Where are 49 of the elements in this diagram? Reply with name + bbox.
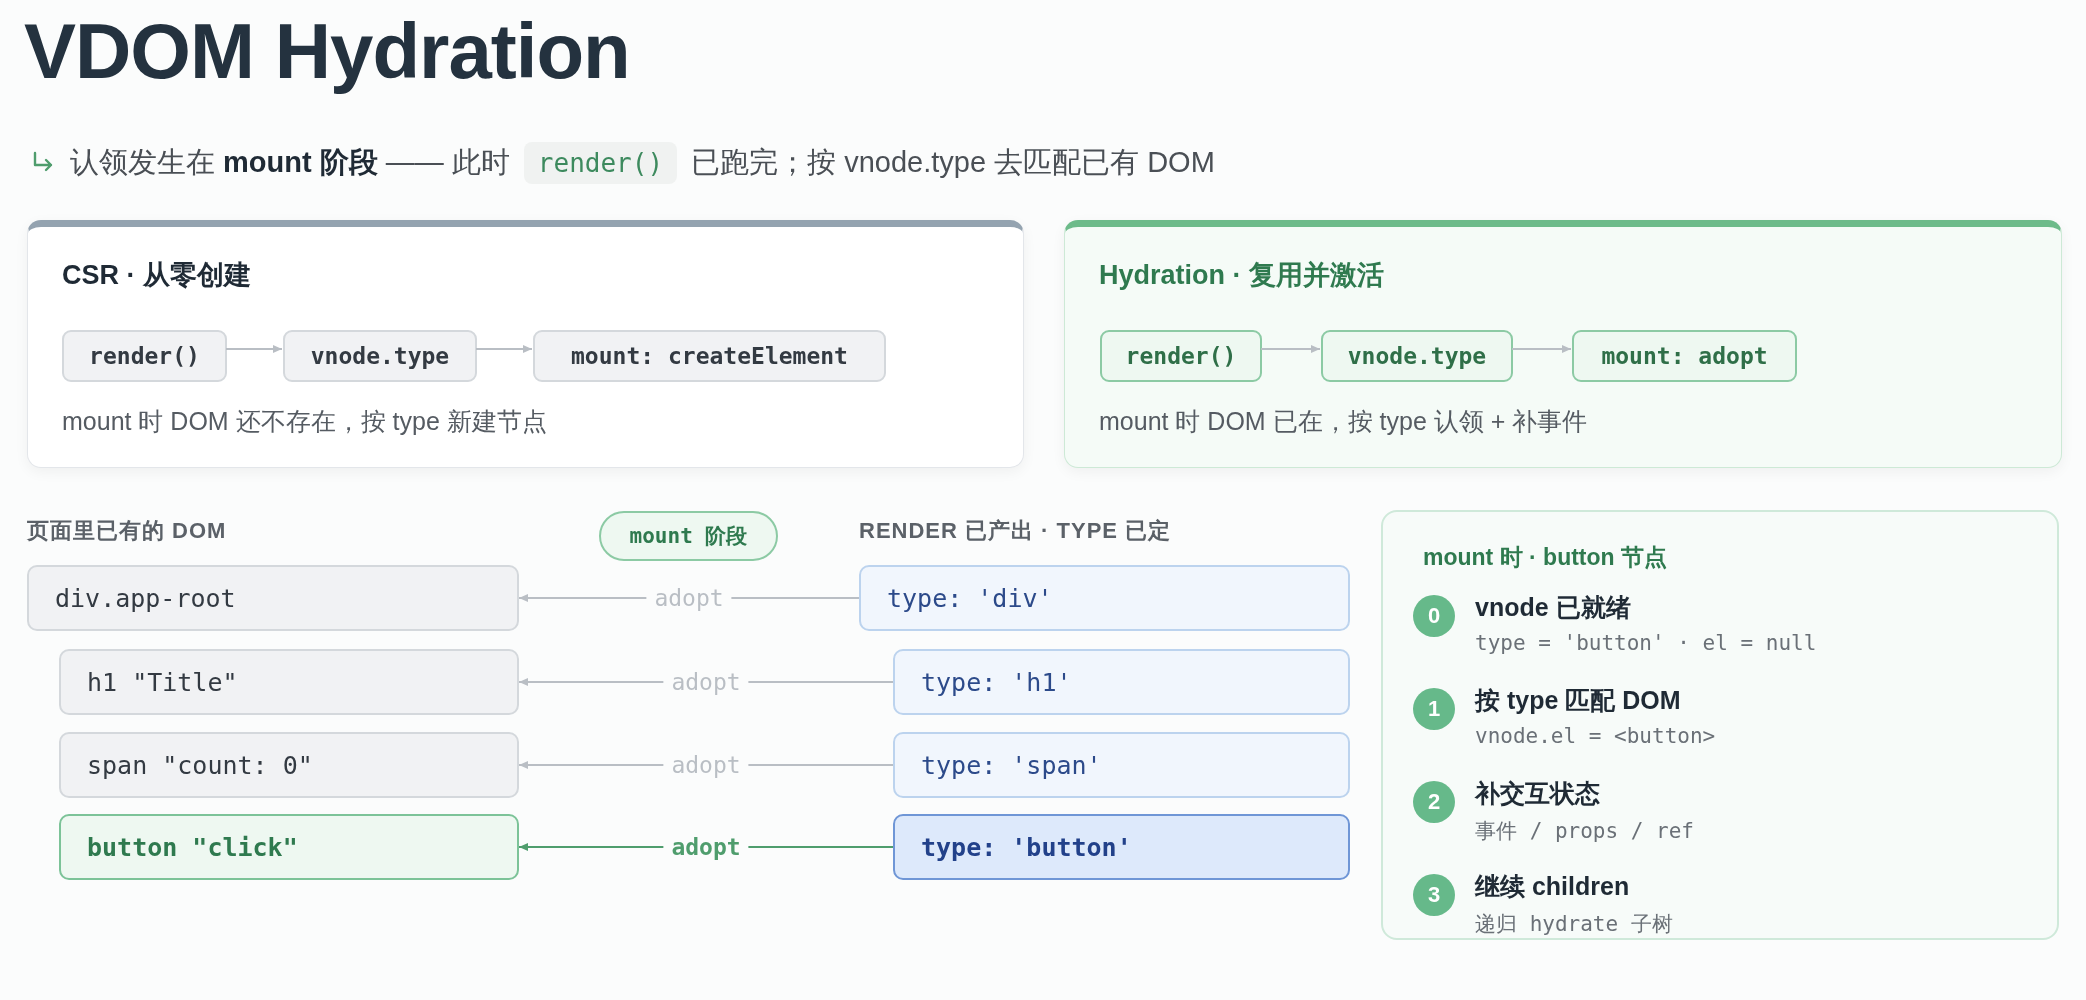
process-card xyxy=(1064,220,2062,468)
step-number-badge: 3 xyxy=(1413,874,1455,916)
code-chip: render() xyxy=(62,330,227,382)
vnode-box: type: 'div' xyxy=(859,565,1350,631)
arrow xyxy=(1511,345,1572,353)
card-description: mount 时 DOM 还不存在，按 type 新建节点 xyxy=(62,406,547,437)
edge-label: adopt xyxy=(663,669,749,695)
card-description: mount 时 DOM 已在，按 type 认领 + 补事件 xyxy=(1099,406,1588,437)
code-chip: mount: createElement xyxy=(533,330,886,382)
arrow xyxy=(475,345,533,353)
card-heading: Hydration · 复用并激活 xyxy=(1099,259,1384,292)
step-detail: 事件 / props / ref xyxy=(1475,818,1694,845)
arrow xyxy=(225,345,283,353)
step-detail: 递归 hydrate 子树 xyxy=(1475,911,1673,938)
step-title: vnode 已就绪 xyxy=(1475,592,1631,623)
code-chip: mount: adopt xyxy=(1572,330,1797,382)
column-heading: 页面里已有的 DOM xyxy=(27,517,227,545)
code-chip: vnode.type xyxy=(1321,330,1513,382)
dom-node-box: h1 "Title" xyxy=(59,649,519,715)
step-detail: type = 'button' · el = null xyxy=(1475,631,1817,655)
process-card xyxy=(27,220,1024,468)
subtitle-text: 认领发生在 mount 阶段 —— 此时 xyxy=(70,145,510,180)
step-detail: vnode.el = <button> xyxy=(1475,724,1716,748)
code-snippet: render() xyxy=(523,142,678,184)
edge-label: adopt xyxy=(663,752,749,778)
vnode-box: type: 'h1' xyxy=(893,649,1350,715)
stage-pill: mount 阶段 xyxy=(599,511,778,561)
dom-node-box: button "click" xyxy=(59,814,519,880)
card-heading: CSR · 从零创建 xyxy=(62,259,251,292)
dom-node-box: span "count: 0" xyxy=(59,732,519,798)
step-title: 补交互状态 xyxy=(1475,778,1600,809)
edge-label: adopt xyxy=(663,834,749,860)
code-chip: render() xyxy=(1100,330,1262,382)
panel-heading: mount 时 · button 节点 xyxy=(1423,543,1667,572)
steps-panel xyxy=(1381,510,2059,940)
column-heading: RENDER 已产出 · TYPE 已定 xyxy=(859,517,1172,545)
vnode-box: type: 'button' xyxy=(893,814,1350,880)
edge-label: adopt xyxy=(646,585,732,611)
step-number-badge: 2 xyxy=(1413,781,1455,823)
arrow xyxy=(1260,345,1321,353)
dom-node-box: div.app-root xyxy=(27,565,519,631)
page-title: VDOM Hydration xyxy=(24,6,630,97)
step-number-badge: 1 xyxy=(1413,688,1455,730)
code-chip: vnode.type xyxy=(283,330,477,382)
step-title: 继续 children xyxy=(1475,871,1630,902)
step-number-badge: 0 xyxy=(1413,595,1455,637)
vnode-box: type: 'span' xyxy=(893,732,1350,798)
step-title: 按 type 匹配 DOM xyxy=(1475,685,1681,716)
subtitle-text: 已跑完；按 vnode.type 去匹配已有 DOM xyxy=(691,145,1215,180)
